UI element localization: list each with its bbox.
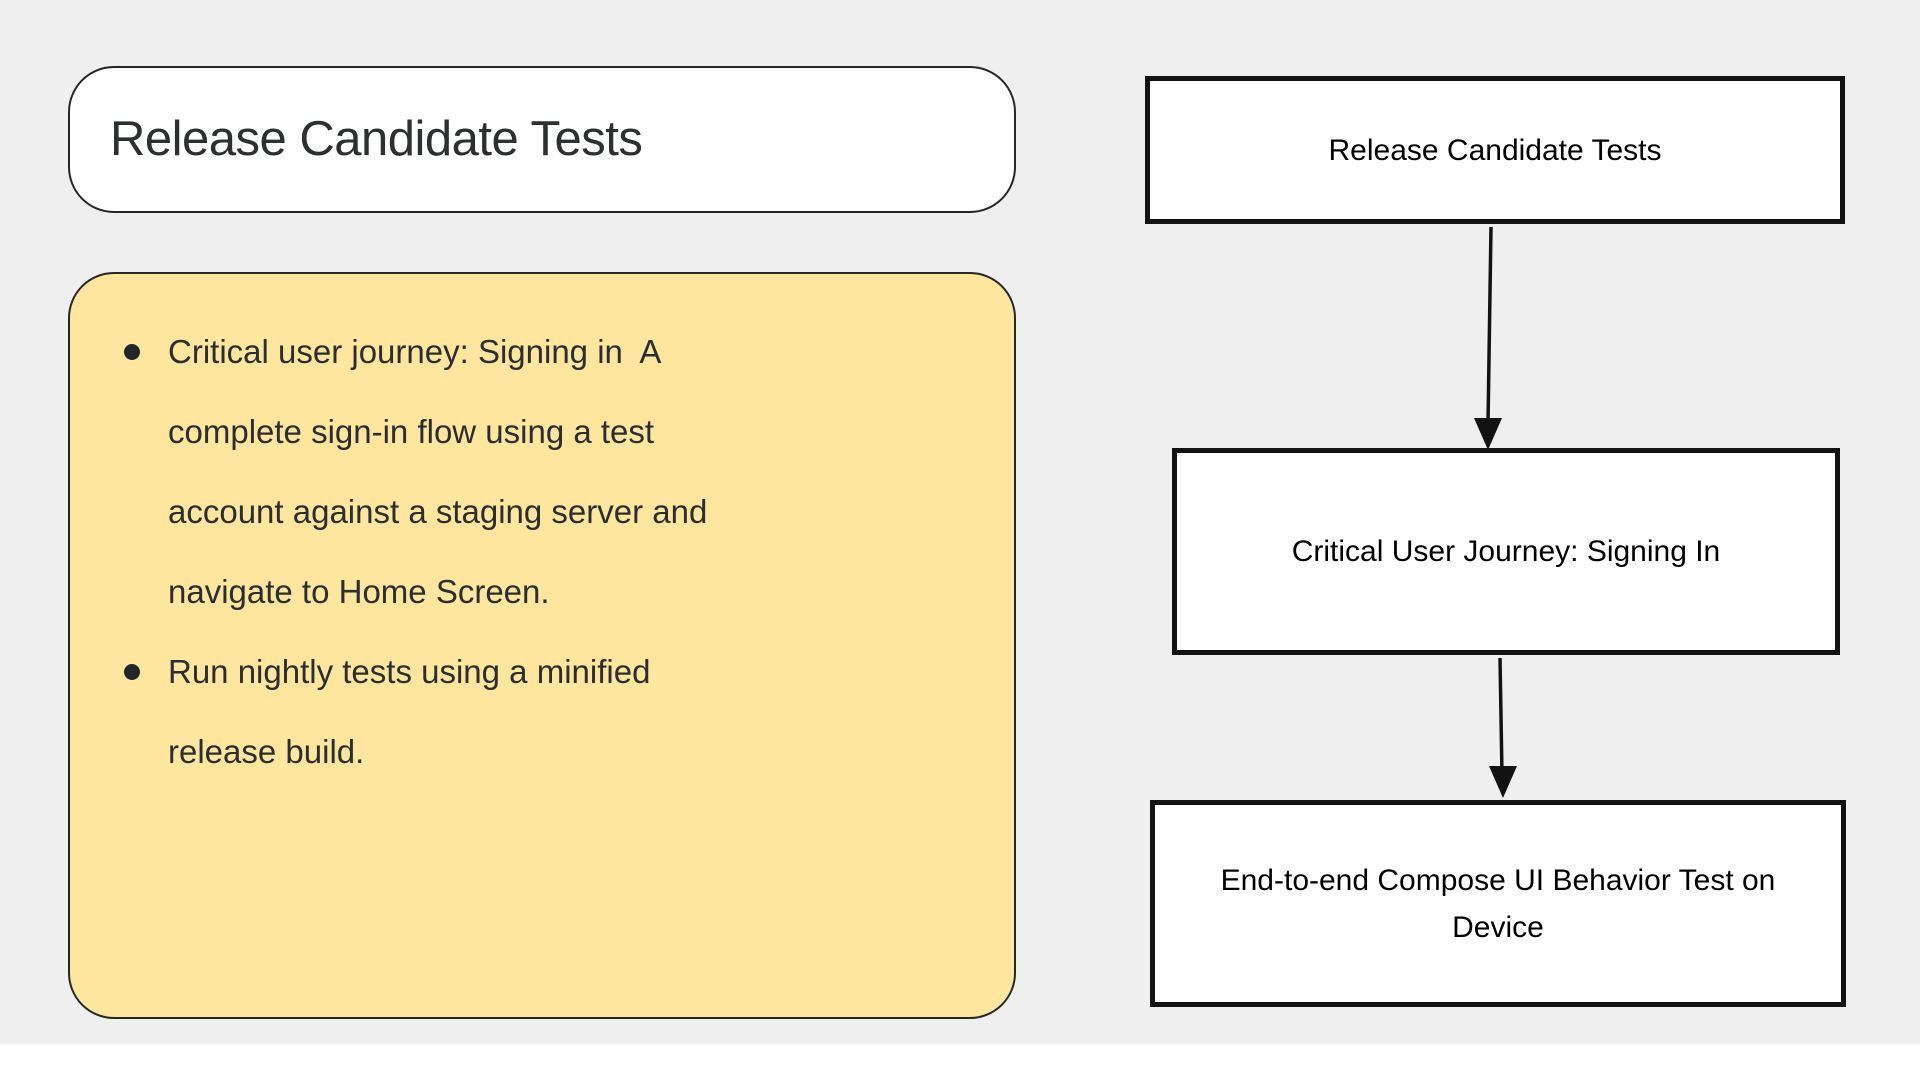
flow-node-label: Critical User Journey: Signing In <box>1291 535 1721 568</box>
flow-node-release-candidate-tests: Release Candidate Tests <box>1145 76 1845 224</box>
flow-arrow-1 <box>1474 226 1502 450</box>
flow-node-label: Release Candidate Tests <box>1328 133 1662 167</box>
flow-node-end-to-end-test: End-to-end Compose UI Behavior Test on D… <box>1150 800 1846 1007</box>
page-title: Release Candidate Tests <box>110 111 643 166</box>
flow-arrow-2 <box>1489 657 1517 798</box>
flow-node-critical-user-journey: Critical User Journey: Signing In <box>1172 448 1840 655</box>
notes-card: Critical user journey: Signing in A comp… <box>68 272 1016 1019</box>
bottom-white-strip <box>0 1044 1920 1080</box>
list-item: Critical user journey: Signing in A comp… <box>124 312 984 632</box>
bullet-list: Critical user journey: Signing in A comp… <box>124 312 984 792</box>
bullet-text-2: Run nightly tests using a minified relea… <box>168 653 651 770</box>
bullet-icon <box>124 344 140 360</box>
bullet-icon <box>124 664 140 680</box>
list-item: Run nightly tests using a minified relea… <box>124 632 984 792</box>
title-card: Release Candidate Tests <box>68 66 1016 213</box>
bullet-text-1: Critical user journey: Signing in A comp… <box>168 333 708 610</box>
flow-node-label: End-to-end Compose UI Behavior Test on D… <box>1220 863 1776 944</box>
